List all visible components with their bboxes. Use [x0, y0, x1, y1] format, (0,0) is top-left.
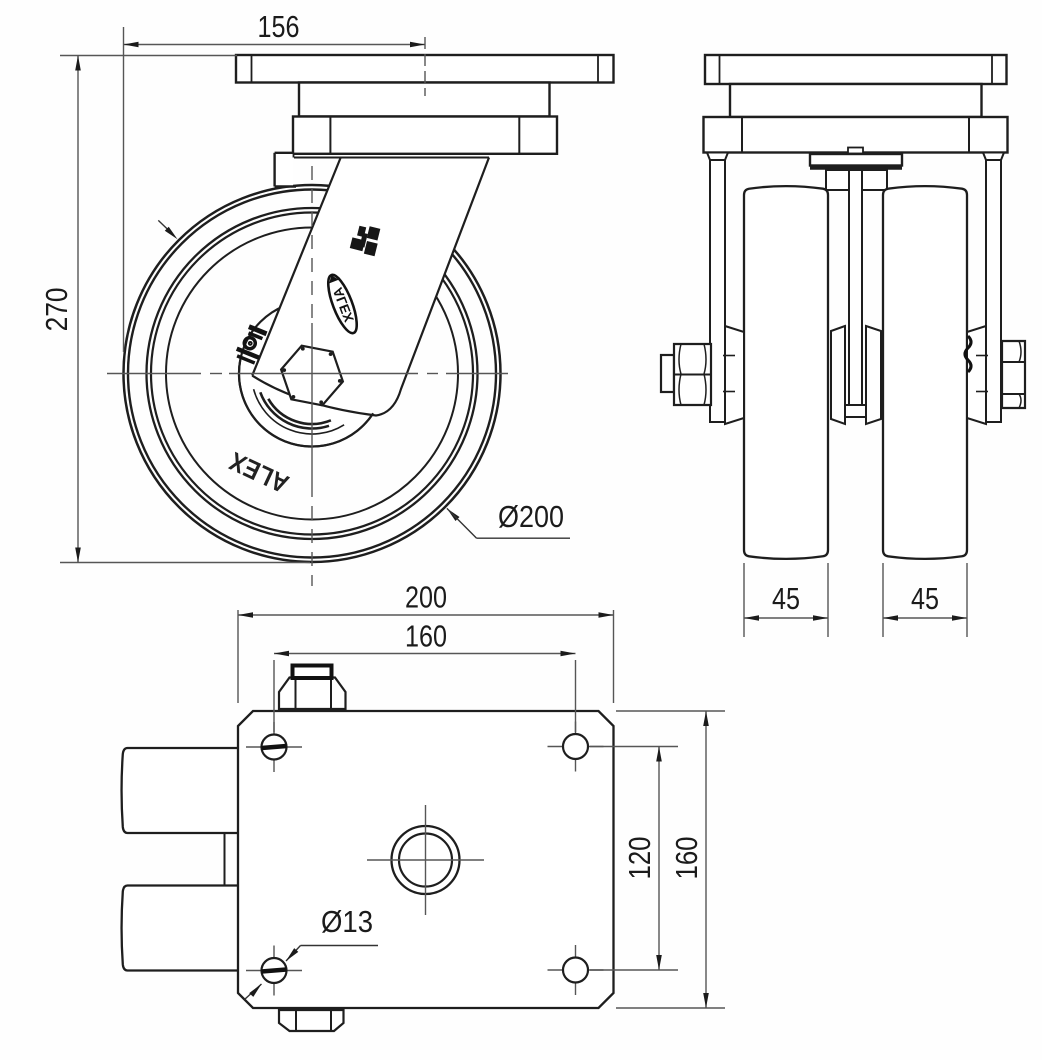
svg-text:120: 120 [622, 837, 657, 880]
svg-text:200: 200 [405, 580, 447, 615]
svg-text:45: 45 [772, 581, 800, 616]
svg-text:Ø200: Ø200 [498, 499, 564, 534]
svg-text:160: 160 [405, 619, 447, 654]
svg-text:Ø13: Ø13 [321, 904, 373, 939]
svg-text:160: 160 [669, 837, 704, 880]
svg-text:156: 156 [258, 9, 300, 44]
svg-text:45: 45 [911, 581, 939, 616]
svg-text:270: 270 [39, 287, 74, 331]
